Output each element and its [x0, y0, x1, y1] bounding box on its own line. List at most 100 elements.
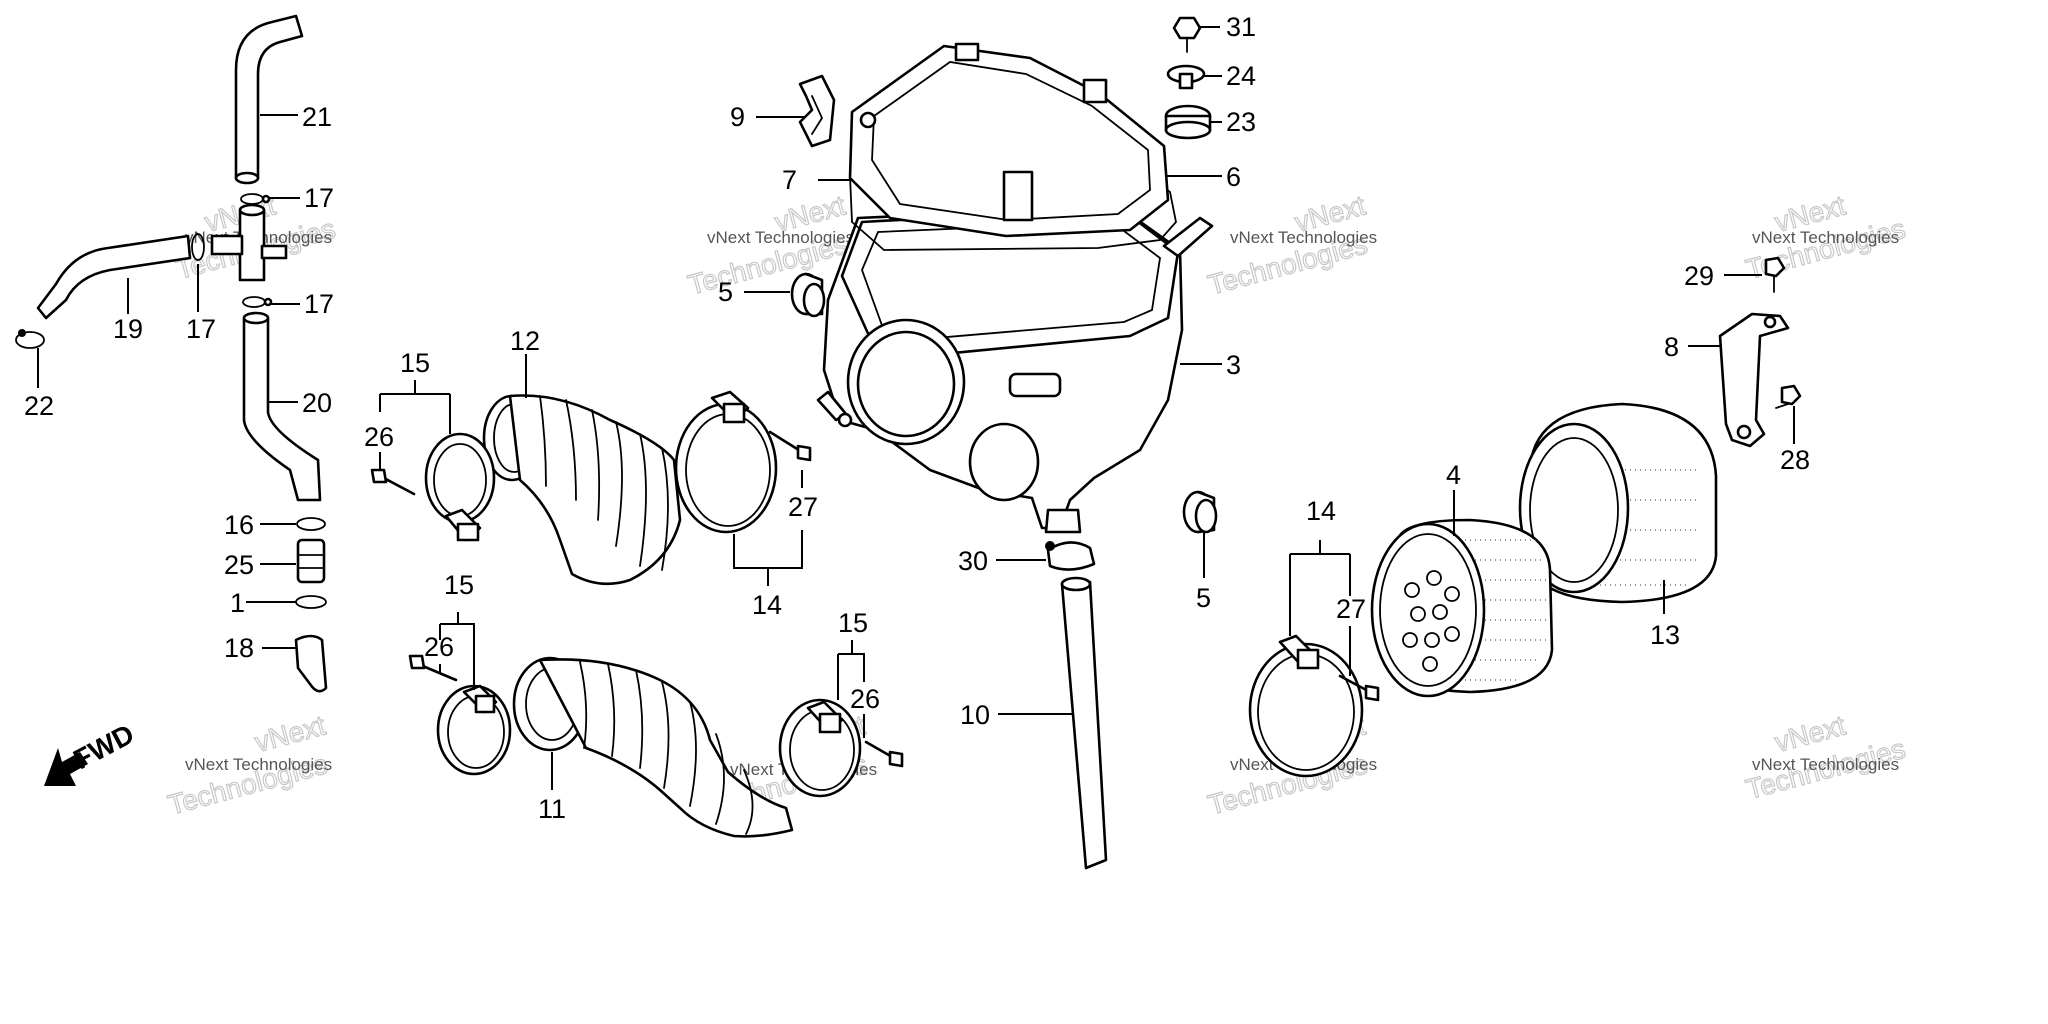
callout-8: 8	[1664, 332, 1679, 362]
callout-31: 31	[1226, 12, 1256, 42]
callout-26: 26	[850, 684, 880, 714]
hose-clip	[191, 233, 205, 261]
paper-element-hole	[1444, 586, 1460, 602]
watermark-small: vNext Technologies	[1752, 228, 1899, 247]
callout-15: 15	[400, 348, 430, 378]
bracket-bolt-shank	[1775, 403, 1789, 409]
grommet-back	[802, 282, 826, 318]
callout-27: 27	[1336, 594, 1366, 624]
breather-tube-lower	[242, 316, 322, 502]
intake-duct-lower	[512, 656, 794, 838]
intake-duct-lower-rib	[635, 669, 644, 769]
callout-27: 27	[788, 492, 818, 522]
callout-18: 18	[224, 633, 254, 663]
hose-clip	[15, 331, 45, 349]
watermark-small: vNext Technologies	[707, 228, 854, 247]
drain-cap	[294, 634, 328, 693]
watermark-small: vNext Technologies	[1230, 228, 1377, 247]
paper-element-hole	[1424, 632, 1440, 648]
breather-tube-upper-end	[234, 171, 260, 185]
fwd-indicator: FWD	[44, 718, 139, 786]
breather-tube-upper	[234, 14, 304, 180]
band-screw-head	[888, 750, 904, 768]
intake-duct-upper-rib	[591, 409, 601, 521]
inner-paper-element	[1370, 518, 1554, 698]
cover-band-clip-inner	[811, 95, 824, 135]
callout-30: 30	[958, 546, 988, 576]
watermark-small: vNext Technologies	[185, 755, 332, 774]
leader-lines	[37, 26, 1795, 790]
band-screw-head	[796, 444, 812, 462]
paper-element-hole	[1410, 606, 1426, 622]
callout-3: 3	[1226, 350, 1241, 380]
air-cleaner-case-latch	[1008, 372, 1062, 398]
callout-22: 22	[24, 391, 54, 421]
foam-element-opening-inner	[1529, 437, 1619, 583]
band-screw-upper-left	[370, 468, 416, 496]
intake-duct-lower-rib	[579, 661, 588, 749]
callout-25: 25	[224, 550, 254, 580]
intake-duct-lower-body	[538, 658, 794, 838]
intake-duct-upper-rib	[615, 421, 623, 547]
callout-14: 14	[1306, 496, 1336, 526]
callout-20: 20	[302, 388, 332, 418]
duct-band-upper-left	[424, 432, 496, 542]
callout-16: 16	[224, 510, 254, 540]
callout-26: 26	[424, 632, 454, 662]
hose-clip-tab	[263, 297, 273, 307]
mount-grommet-upper	[790, 272, 826, 318]
breather-hose-assembly	[15, 14, 328, 693]
callout-7: 7	[782, 165, 797, 195]
callout-4: 4	[1446, 460, 1461, 490]
callout-13: 13	[1650, 620, 1680, 650]
band-clamp-block	[474, 694, 496, 714]
callout-9: 9	[730, 102, 745, 132]
band-clamp-block	[456, 522, 480, 542]
foam-element-opening	[1518, 422, 1630, 594]
element-holder-bracket-assembly	[1718, 256, 1802, 448]
drain-clip	[295, 595, 327, 609]
band-clamp-block	[722, 402, 746, 424]
callout-17: 17	[186, 314, 216, 344]
band-screw-lower-right	[864, 740, 904, 768]
air-cleaner-cover-clip	[954, 42, 980, 62]
duct-band-lower-left	[436, 684, 512, 776]
band-screw-shank	[768, 430, 804, 454]
cover-bolt-head	[1172, 16, 1202, 40]
leader-15	[379, 380, 451, 434]
band-screw-head	[1364, 684, 1380, 702]
drain-tube-end	[1060, 576, 1092, 592]
intake-duct-lower-rib	[689, 701, 697, 807]
drain-tube	[1060, 580, 1108, 870]
air-cleaner-cover-clip	[1082, 78, 1108, 104]
intake-duct-upper-rib	[539, 395, 547, 487]
callout-12: 12	[510, 326, 540, 356]
duct-band-upper-right	[674, 390, 778, 534]
callout-28: 28	[1780, 445, 1810, 475]
duct-band-lower-right	[778, 698, 862, 798]
callout-29: 29	[1684, 261, 1714, 291]
breather-tube-lower-end	[242, 311, 270, 325]
hose-clip	[242, 296, 266, 308]
fwd-arrow-icon	[44, 748, 88, 786]
callout-1: 1	[230, 588, 245, 618]
callout-labels: 31 24 23 9 7 6 21 17 17 17 19 22 20 5 3 …	[24, 12, 1810, 824]
breather-t-joint-side	[210, 234, 244, 256]
cover-grommet-base	[1164, 120, 1212, 140]
intake-duct-upper-rib	[565, 399, 577, 501]
callout-11: 11	[538, 794, 566, 824]
intake-duct-lower-rib	[607, 663, 616, 757]
paper-element-hole	[1402, 632, 1418, 648]
callout-5: 5	[718, 277, 733, 307]
paper-element-hole	[1404, 582, 1420, 598]
paper-element-hole	[1444, 626, 1460, 642]
air-cleaner-outlet	[968, 422, 1040, 502]
paper-element-hole	[1422, 656, 1438, 672]
cover-washer-collar	[1178, 72, 1194, 90]
intake-duct-lower-rib	[661, 681, 670, 789]
callout-17: 17	[304, 183, 334, 213]
bracket-bolt-head	[1780, 384, 1802, 406]
mount-grommet-lower	[1182, 490, 1218, 534]
band-clamp-block	[818, 712, 842, 734]
bracket-hole	[1736, 424, 1752, 440]
